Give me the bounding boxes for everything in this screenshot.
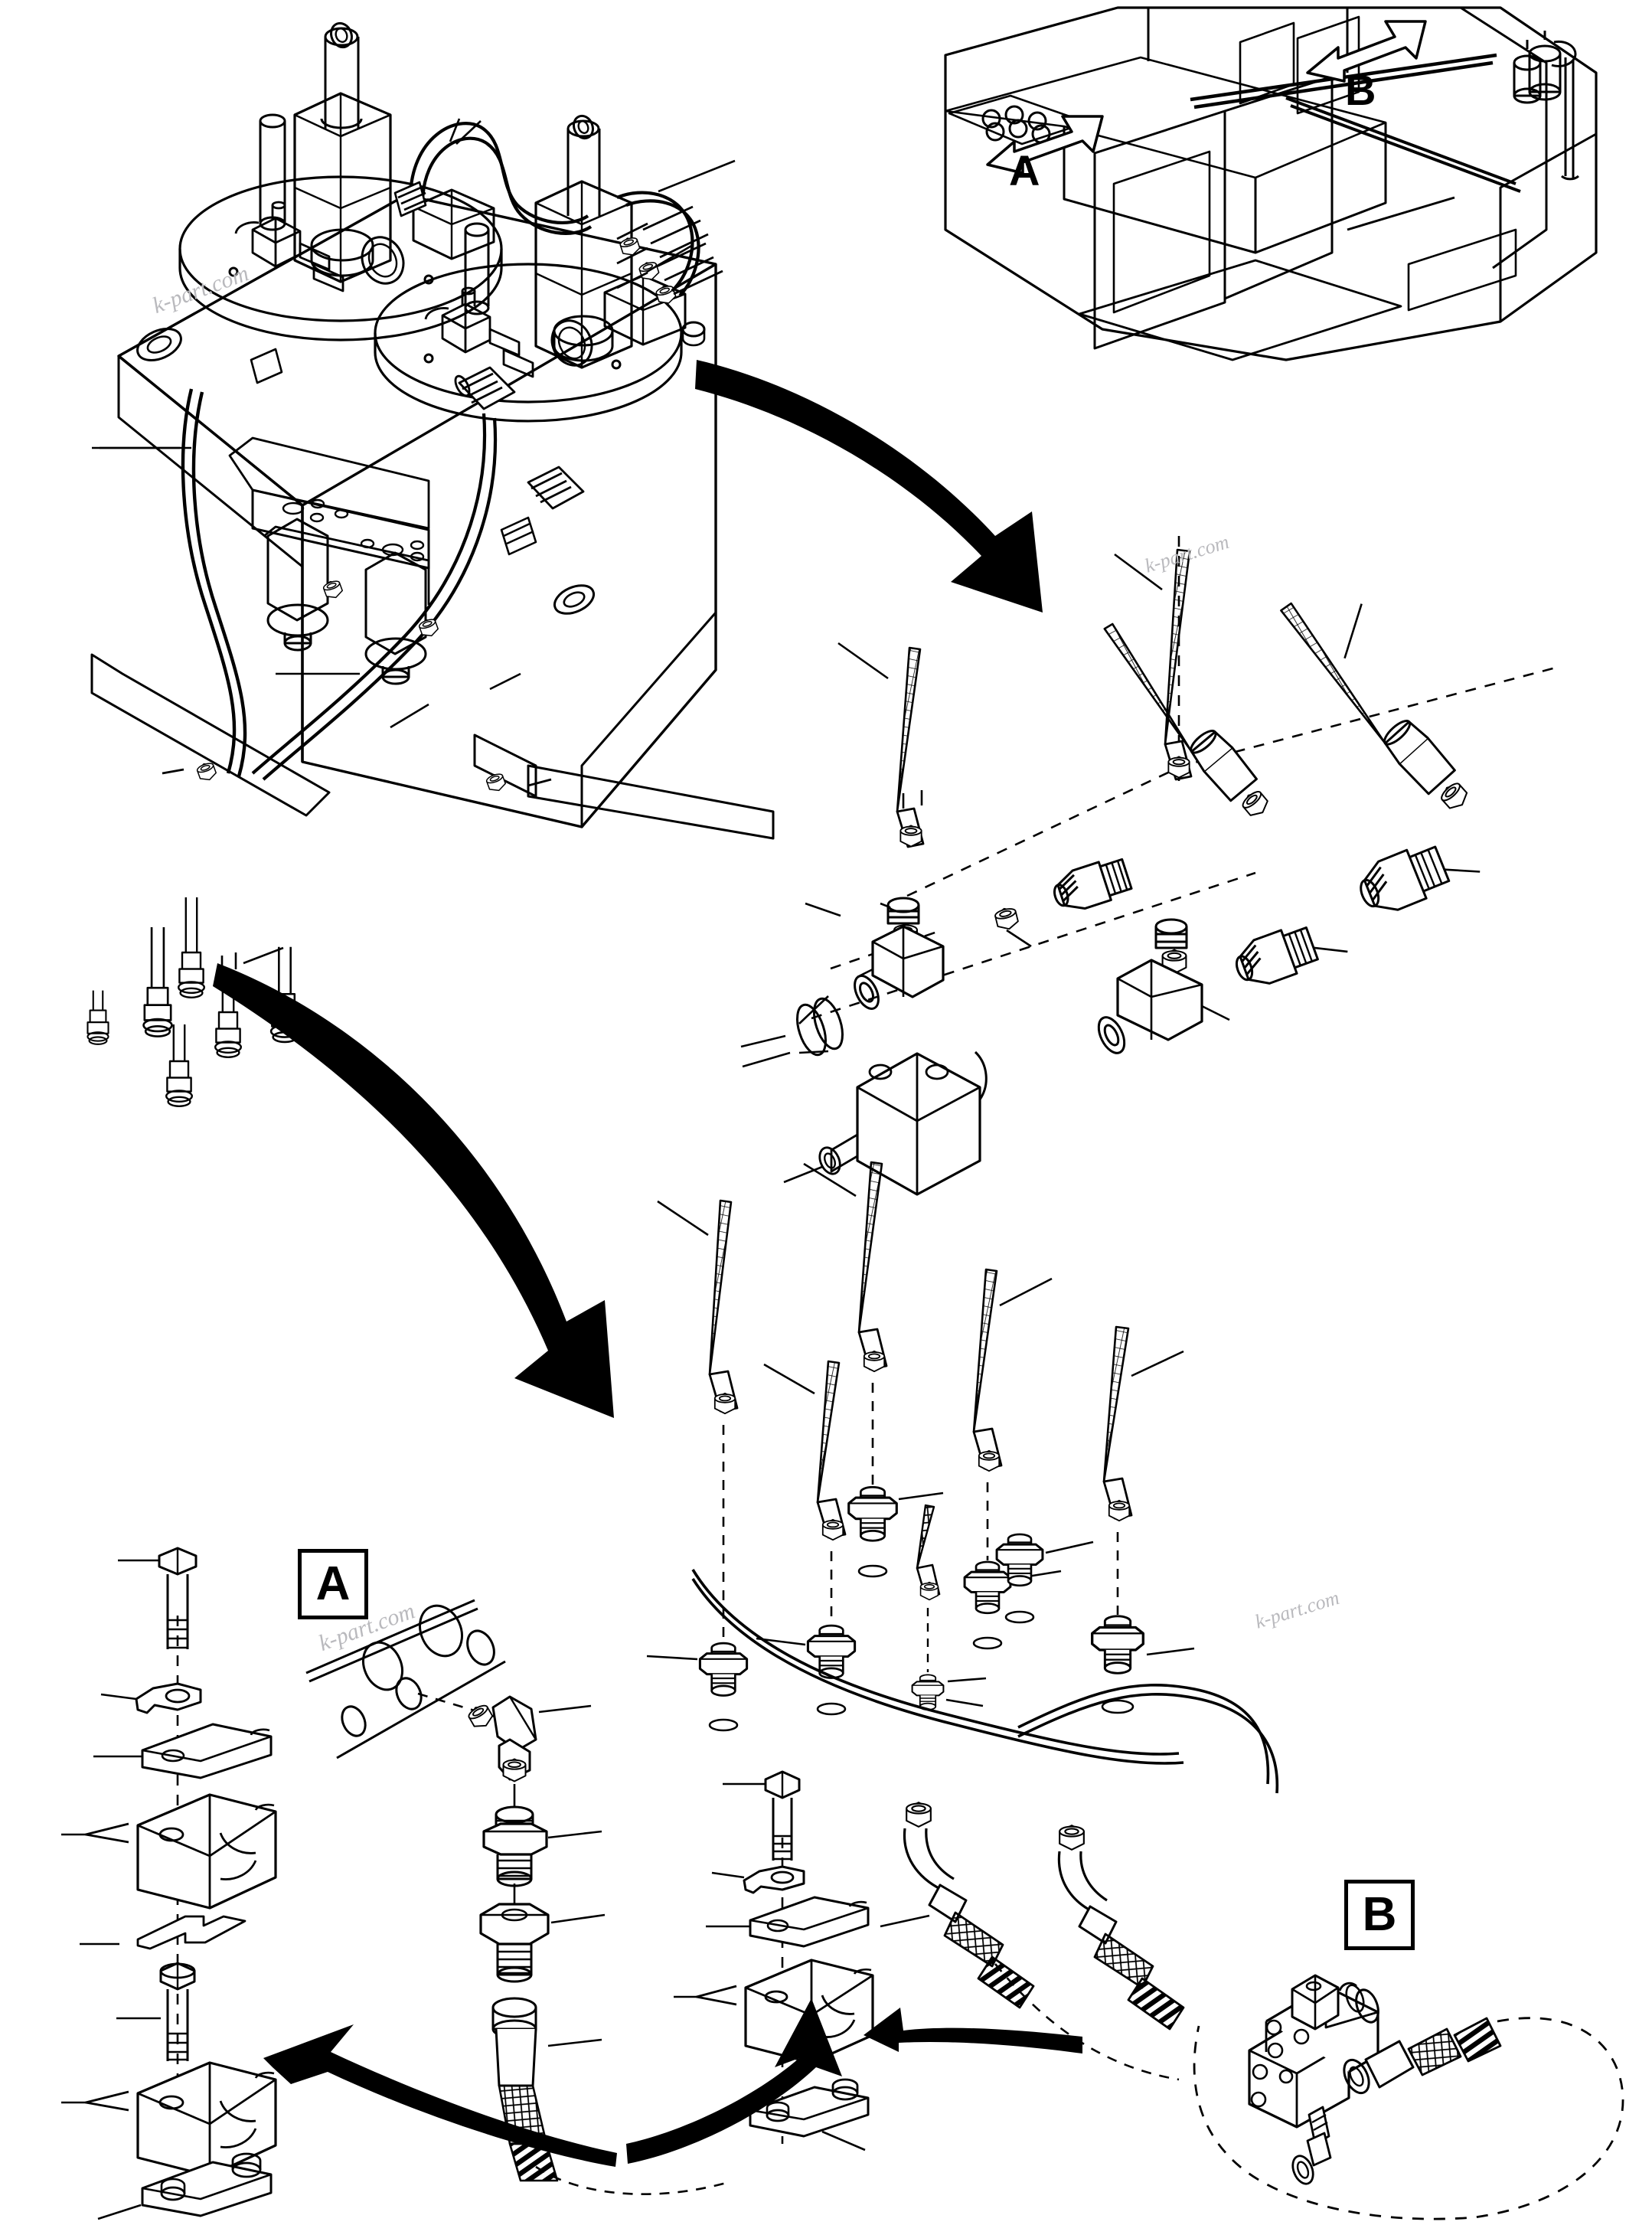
arrow-to-nipple-grid-icon [213,963,614,1418]
arrow-to-clamp-mid-icon [626,1998,842,2164]
leader-lines [92,120,736,449]
clamp-stack-left [61,1547,277,2220]
inset-label-a: A [1009,146,1040,194]
detail-a-panel [305,1599,537,1759]
callout-label-a: A [298,1549,368,1619]
callout-label-b: B [1344,1880,1415,1950]
arrow-from-valve-block-icon [864,2008,1082,2053]
hose-vertical [465,1695,730,2196]
hose-fitting-row [740,536,1562,1196]
inset-label-b: B [1345,66,1376,114]
valve-block [1193,1974,1624,2220]
inset-arrow-a-icon [986,115,1104,175]
machine-context-inset [944,6,1598,361]
hose-pair-lower [880,1802,1185,2081]
pump-tank-assembly [90,21,775,840]
arrow-to-detail-a-icon [263,2024,617,2167]
callout-arrows [213,360,1082,2167]
arrow-to-hose-row-icon [695,360,1043,613]
inset-arrow-b-icon [1306,20,1427,83]
grease-nipple-grid [646,1161,1279,1794]
